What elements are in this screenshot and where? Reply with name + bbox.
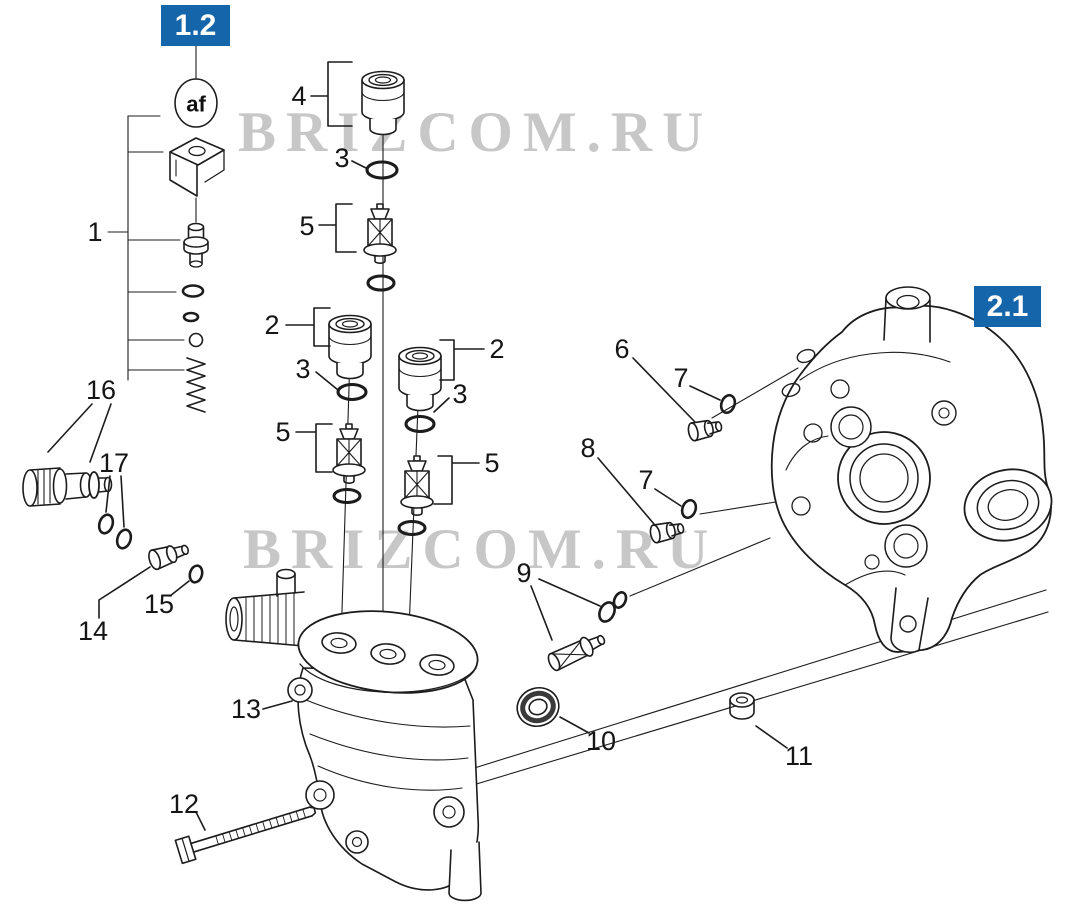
valve-assembly-4 xyxy=(361,70,405,136)
callout-13: 13 xyxy=(231,694,261,724)
callout-3-left: 3 xyxy=(295,354,310,384)
o-ring-7-upper xyxy=(719,393,737,415)
callout-labels: 4 3 5 1 2 3 2 3 5 5 6 7 8 7 9 10 11 12 1… xyxy=(78,81,813,819)
plug-8 xyxy=(648,518,687,545)
callout-leader-lines xyxy=(47,61,788,831)
callout-10: 10 xyxy=(586,726,616,756)
o-ring-item1-lower xyxy=(182,311,200,323)
plug-6 xyxy=(686,416,725,443)
valve-assembly-2-right xyxy=(398,346,442,412)
callout-1: 1 xyxy=(87,217,102,247)
o-ring-item1-upper xyxy=(181,284,205,298)
o-ring-17-a xyxy=(97,513,115,535)
o-ring-15 xyxy=(188,564,204,584)
o-ring-under-insert-right xyxy=(397,519,427,537)
grease-fitting-14 xyxy=(148,544,189,571)
cylinder-housing xyxy=(770,286,1053,654)
bearing-seal-10 xyxy=(516,687,560,727)
valve-insert-5-top xyxy=(363,203,397,265)
o-ring-3-right xyxy=(404,414,436,434)
callout-4: 4 xyxy=(291,81,306,111)
spring xyxy=(186,357,206,413)
callout-14: 14 xyxy=(78,616,108,646)
o-ring-3-left xyxy=(336,382,368,402)
check-valve-9 xyxy=(547,634,606,672)
hose-coupling-16 xyxy=(22,467,113,507)
callout-6: 6 xyxy=(614,334,629,364)
af-badge-label: af xyxy=(186,92,206,117)
callout-17: 17 xyxy=(99,448,129,478)
o-ring-7-lower xyxy=(680,498,698,520)
watermark-text-middle: BRIZCOM.RU xyxy=(243,518,719,581)
callout-5-left: 5 xyxy=(275,417,290,447)
ref-box-section-1-2[interactable]: 1.2 xyxy=(161,5,230,46)
check-ball xyxy=(188,332,204,348)
callout-3-right: 3 xyxy=(452,379,467,409)
callout-2-left: 2 xyxy=(264,310,279,340)
callout-16: 16 xyxy=(86,375,116,405)
callout-12: 12 xyxy=(169,789,199,819)
nut-11 xyxy=(729,692,755,720)
callout-2-right: 2 xyxy=(489,334,504,364)
callout-3-top: 3 xyxy=(334,143,349,173)
hex-bolt-12 xyxy=(174,806,317,865)
mounting-bracket-part xyxy=(169,137,225,197)
item1-bracket-lines xyxy=(107,115,185,381)
valve-insert-5-right xyxy=(400,455,434,517)
o-ring-9-b xyxy=(612,591,628,609)
o-ring-9-a xyxy=(598,601,616,623)
callout-7-lower: 7 xyxy=(638,465,653,495)
o-ring-3-top xyxy=(365,160,399,180)
ref-box-section-2-1[interactable]: 2.1 xyxy=(974,286,1041,327)
callout-5-top: 5 xyxy=(299,211,314,241)
callout-7-upper: 7 xyxy=(673,363,688,393)
o-ring-under-insert-left xyxy=(332,487,362,505)
o-ring-17-b xyxy=(115,528,133,550)
pump-head-13 xyxy=(225,568,482,902)
callout-5-right: 5 xyxy=(484,448,499,478)
valve-stem-part xyxy=(183,222,209,268)
callout-9: 9 xyxy=(516,558,531,588)
callout-8: 8 xyxy=(580,433,595,463)
valve-assembly-2-left xyxy=(328,314,372,380)
valve-insert-5-left xyxy=(332,423,366,485)
af-badge: af xyxy=(174,78,218,128)
callout-11: 11 xyxy=(785,741,813,771)
watermark-text-top: BRIZCOM.RU xyxy=(238,101,714,164)
o-ring-under-insert-top xyxy=(366,274,396,292)
callout-15: 15 xyxy=(144,589,174,619)
